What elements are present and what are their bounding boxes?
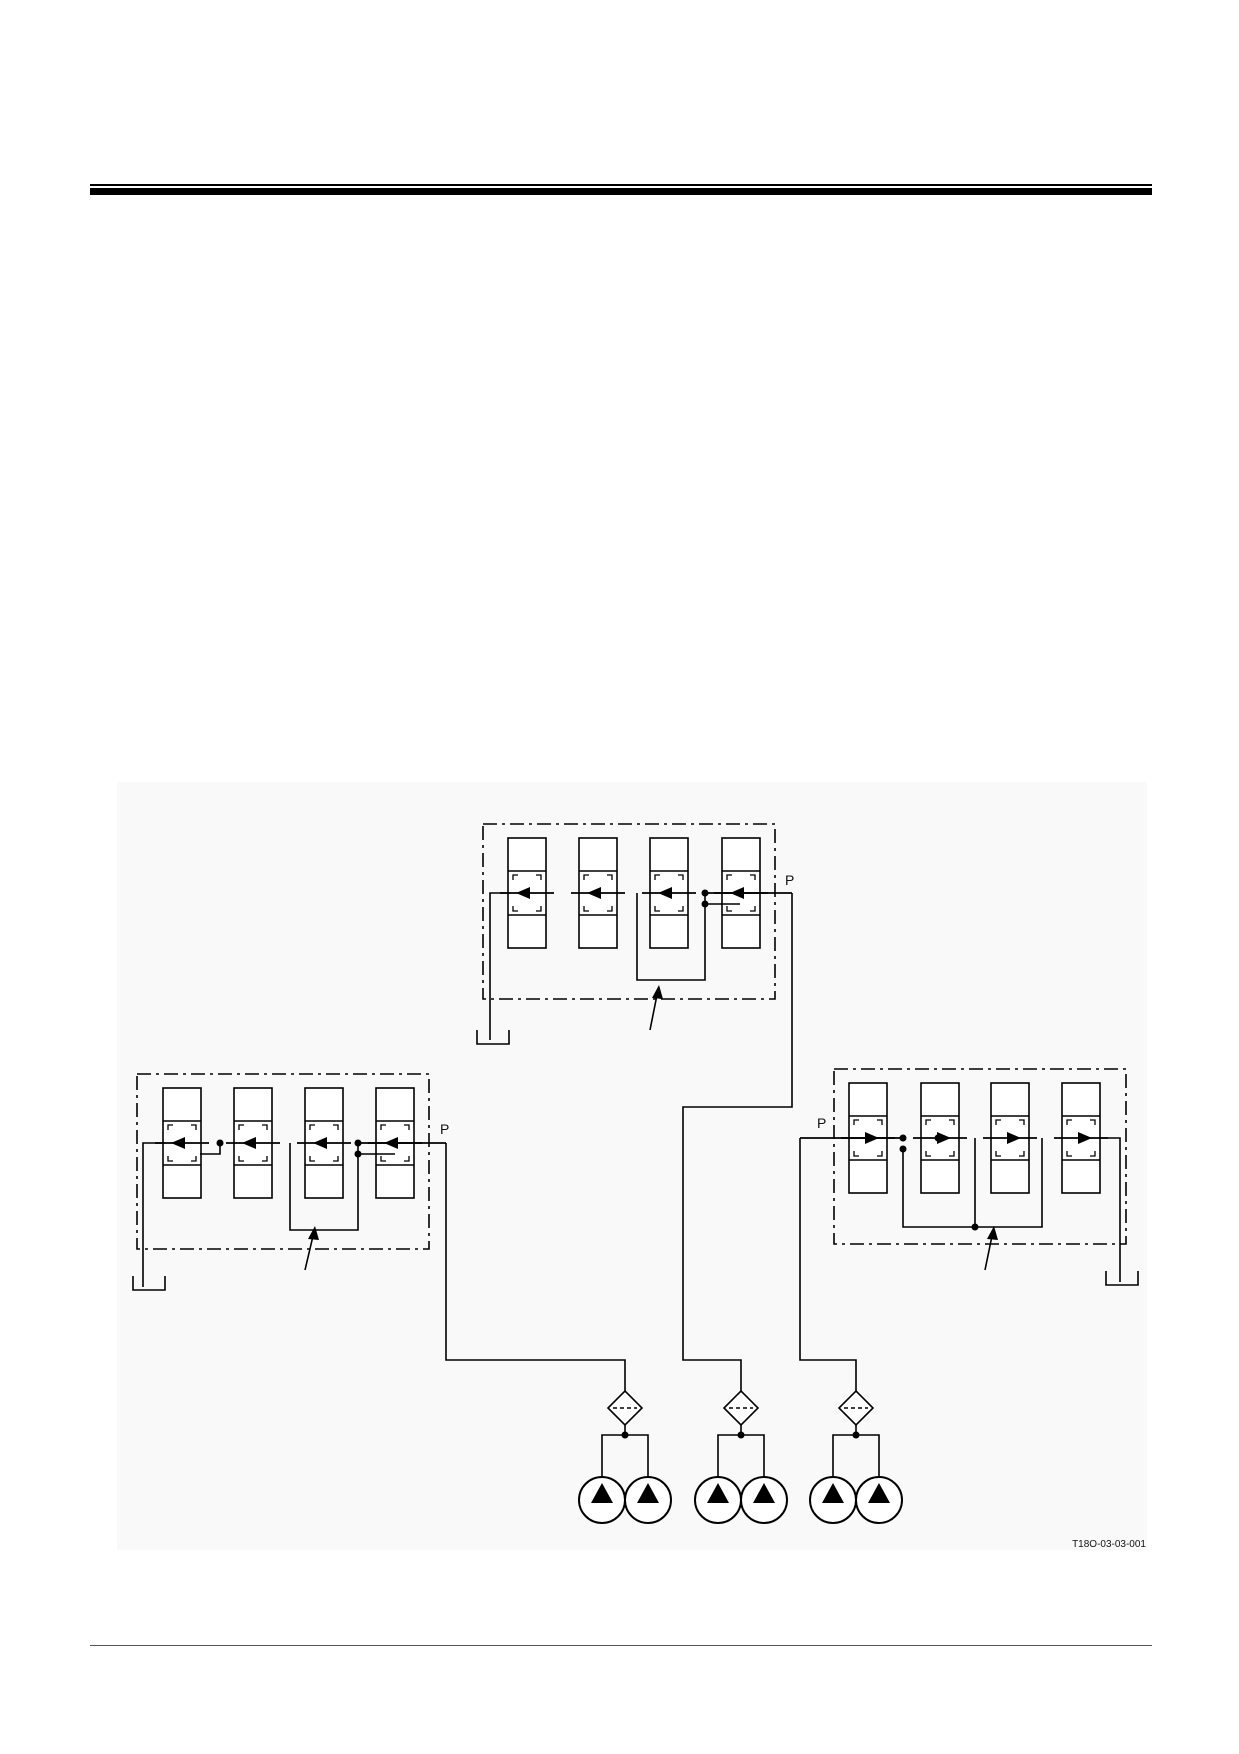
right-spool-3	[982, 1082, 1038, 1194]
left-spool-2	[225, 1087, 281, 1199]
pump-group-1	[601, 1425, 649, 1479]
footer-rule	[90, 1645, 1152, 1646]
supply-lines	[445, 893, 857, 1391]
pump-group-3	[832, 1425, 880, 1479]
top-valve-housing	[482, 823, 776, 1000]
right-control-valve: P	[800, 1068, 1139, 1286]
pump-icon-3a	[809, 1476, 857, 1524]
left-leader-arrow-icon	[304, 1226, 319, 1271]
filter-icon-2	[723, 1390, 759, 1426]
top-leader-arrow-icon	[649, 985, 663, 1031]
top-control-valve: P	[476, 823, 794, 1045]
left-spool-3	[296, 1087, 352, 1199]
right-leader-arrow-icon	[984, 1226, 998, 1271]
header-rule-thin	[90, 184, 1152, 186]
top-spool-2	[570, 837, 626, 949]
top-tank-icon	[476, 1030, 510, 1045]
top-port-label: P	[785, 872, 794, 888]
top-spool-3	[641, 837, 697, 949]
figure-code: T18O-03-03-001	[1072, 1539, 1146, 1550]
pump-icon-1a	[578, 1476, 626, 1524]
left-control-valve: P	[132, 1073, 449, 1291]
pump-icon-3b	[855, 1476, 903, 1524]
right-valve-housing	[833, 1068, 1127, 1245]
pump-group-2	[717, 1425, 765, 1479]
header-rule-thick	[90, 188, 1152, 195]
right-tank-icon	[1105, 1271, 1139, 1286]
pump-icon-2b	[740, 1476, 788, 1524]
right-spool-4	[1053, 1082, 1109, 1194]
left-port-label: P	[440, 1121, 449, 1137]
pump-icon-2a	[694, 1476, 742, 1524]
left-valve-housing	[136, 1073, 430, 1250]
left-tank-icon	[132, 1276, 166, 1291]
filter-icon-3	[838, 1390, 874, 1426]
filter-icon-1	[607, 1390, 643, 1426]
right-port-label: P	[817, 1115, 826, 1131]
pump-icon-1b	[624, 1476, 672, 1524]
